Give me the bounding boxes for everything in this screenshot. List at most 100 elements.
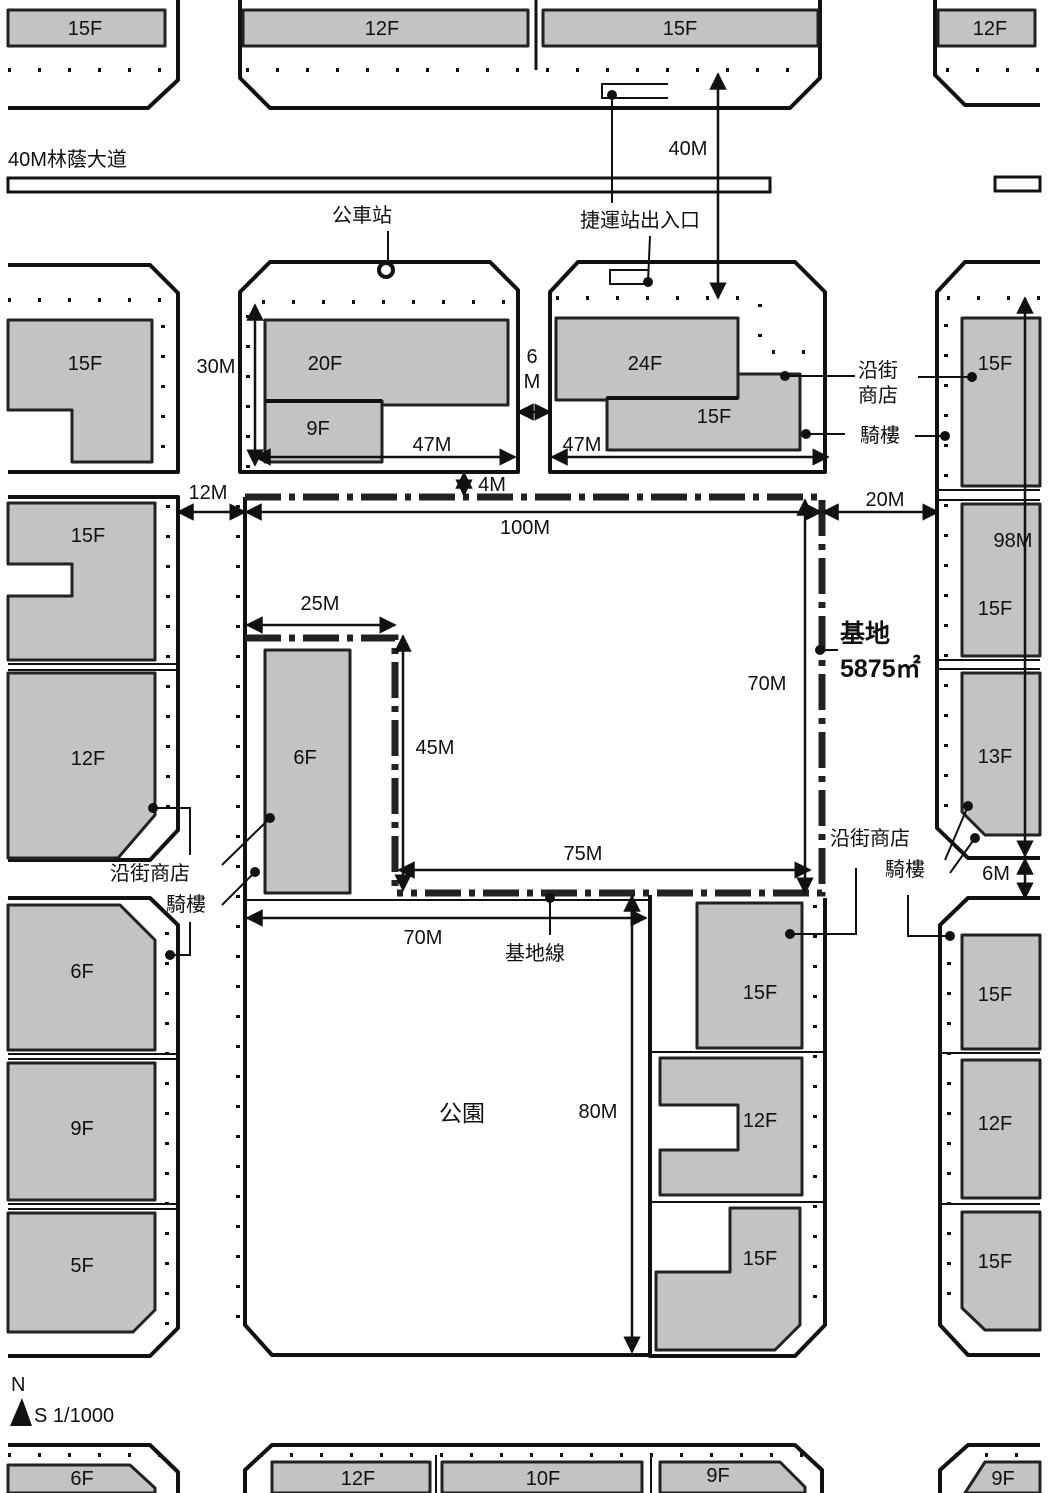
floor-label: 15F xyxy=(71,525,105,547)
block-bottom-middle: 12F 10F 9F xyxy=(243,1443,824,1493)
building xyxy=(960,502,1042,658)
street-shops-east-label: 沿街商店 xyxy=(830,827,910,850)
block-edge xyxy=(238,0,822,110)
dim-block-b-width-label: 47M xyxy=(563,434,602,456)
site-line-label: 基地線 xyxy=(505,942,565,965)
dim-parcel-depth-label: 45M xyxy=(416,737,455,759)
dim-site-south-edge-label: 75M xyxy=(564,843,603,865)
block-east-lower: 15F 12F 15F xyxy=(938,896,1042,1357)
arcade-east-leader xyxy=(949,837,976,874)
leader-dot xyxy=(801,429,811,439)
building xyxy=(6,903,157,1052)
leader-dot xyxy=(967,372,977,382)
floor-label: 10F xyxy=(526,1468,560,1490)
building xyxy=(6,501,157,662)
leader-dot xyxy=(780,371,790,381)
road-name: 40M林蔭大道 xyxy=(8,148,127,171)
leader-dot xyxy=(250,867,260,877)
street-shops-west-leader xyxy=(221,817,271,866)
block-west-2: 15F 12F xyxy=(6,495,180,862)
boulevard: 40M林蔭大道 xyxy=(6,148,1042,194)
block-edge xyxy=(8,0,180,110)
block-edge xyxy=(243,1443,824,1493)
leader-dot xyxy=(148,803,158,813)
building xyxy=(960,316,1042,488)
mrt-exit-label: 捷運站出入口 xyxy=(580,209,700,232)
leader-dot xyxy=(607,90,617,100)
floor-label: 15F xyxy=(68,18,102,40)
block-edge xyxy=(238,260,520,474)
dim-site-depth-label: 70M xyxy=(748,673,787,695)
street-shops-west-label: 沿街商店 xyxy=(110,862,190,885)
building xyxy=(554,316,740,402)
block-park-east: 15F 12F 15F xyxy=(648,895,827,1358)
leader-dot xyxy=(643,277,653,287)
floor-label: 9F xyxy=(306,418,329,440)
building xyxy=(6,318,154,464)
arcade-label: 騎樓 xyxy=(860,424,900,447)
dim-parcel-width-label: 25M xyxy=(301,593,340,615)
leader-dot xyxy=(785,929,795,939)
dim-site-width-label: 100M xyxy=(500,517,550,539)
building xyxy=(241,8,530,48)
building xyxy=(658,1056,804,1197)
street-shops-east-leader xyxy=(790,868,857,935)
floor-label: 15F xyxy=(743,1248,777,1270)
block-edge xyxy=(548,260,827,474)
building xyxy=(541,8,820,48)
arcade-west-leader xyxy=(170,922,191,956)
dim-east-road-label: 20M xyxy=(866,489,905,511)
leader-dot xyxy=(545,893,555,903)
mrt-exit-leader xyxy=(647,235,651,283)
block-edge xyxy=(8,495,180,862)
floor-label: 6F xyxy=(70,961,93,983)
dim-east-block-length-label: 98M xyxy=(994,530,1033,552)
dim-block-gap-unit: M xyxy=(524,371,541,393)
block-edge xyxy=(243,497,650,1357)
block-edge xyxy=(8,1443,180,1493)
sidewalk-ticks xyxy=(944,296,1040,830)
building xyxy=(6,1061,157,1202)
building xyxy=(654,1206,802,1352)
floor-label: 24F xyxy=(628,353,662,375)
building xyxy=(6,1463,157,1493)
block-edge xyxy=(8,896,180,1358)
block-west-1: 15F xyxy=(6,263,180,474)
road-median xyxy=(6,176,772,194)
block-top-left: 15F xyxy=(6,0,180,110)
floor-label: 20F xyxy=(308,353,342,375)
floor-label: 15F xyxy=(978,1251,1012,1273)
dimensions: 40M 30M 47M 6 M 47M 4M 12M 100M 20M 98M … xyxy=(176,72,1034,1354)
arcade-west-label: 騎樓 xyxy=(166,893,206,916)
floor-label: 12F xyxy=(973,18,1007,40)
block-edge xyxy=(938,896,1040,1357)
floor-label: 15F xyxy=(697,406,731,428)
street-shops-label-line1: 沿街 xyxy=(858,359,898,382)
floor-label: 15F xyxy=(663,18,697,40)
building xyxy=(440,1460,644,1493)
leader-dot xyxy=(963,801,973,811)
floor-label: 15F xyxy=(978,984,1012,1006)
floor-label: 9F xyxy=(706,1465,729,1487)
leader-dot xyxy=(265,813,275,823)
bus-stop-icon xyxy=(377,261,395,279)
mrt-exit-symbol xyxy=(601,83,668,99)
arcade-east-label: 騎樓 xyxy=(885,858,925,881)
site-label: 基地 xyxy=(840,620,890,648)
street-shops-east-leader xyxy=(944,805,969,861)
building xyxy=(658,1460,807,1493)
dim-setback-label: 4M xyxy=(478,474,506,496)
dim-road-width-label: 40M xyxy=(669,138,708,160)
north-arrow-icon xyxy=(10,1398,32,1426)
building xyxy=(6,1211,157,1334)
building xyxy=(263,318,510,407)
street-shops-west-leader xyxy=(153,807,191,855)
block-edge xyxy=(933,0,1040,107)
block-bottom-left: 6F xyxy=(6,1443,180,1493)
building xyxy=(6,8,167,48)
dim-park-width-label: 70M xyxy=(404,927,443,949)
annotations: 公車站 捷運站出入口 沿街 商店 騎樓 沿街商店 騎樓 沿街商店 xyxy=(110,90,980,965)
building xyxy=(270,1460,432,1493)
site-area: 5875㎡ xyxy=(840,654,921,683)
building xyxy=(6,671,157,860)
